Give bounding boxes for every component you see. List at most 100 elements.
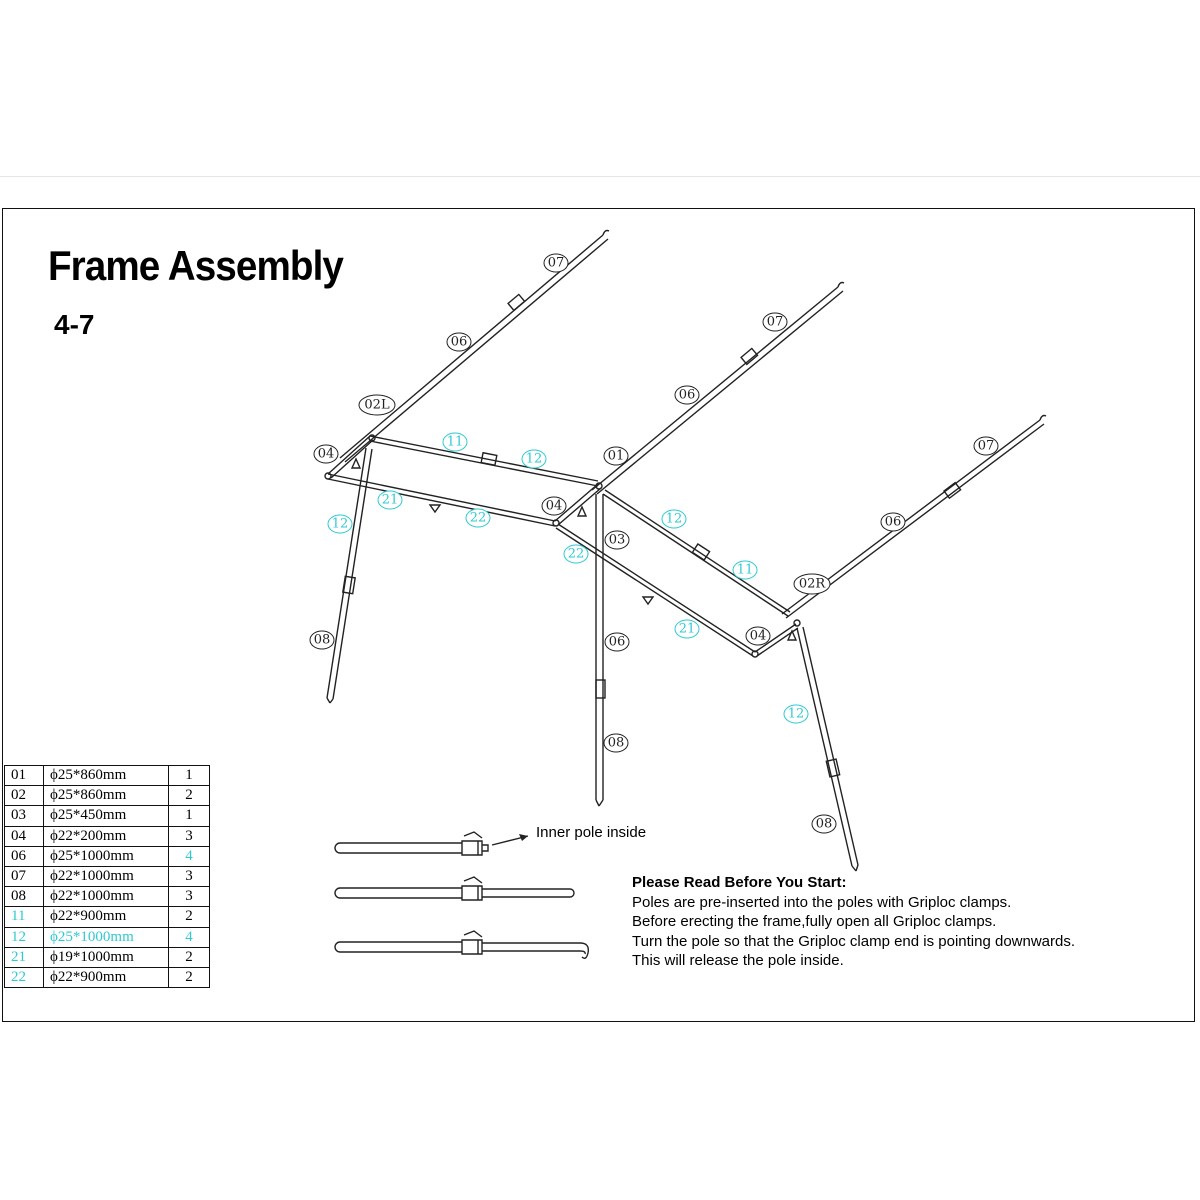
parts-size-cell: ϕ25*860mm [43,764,169,787]
callout-mid-04: 04 [541,496,567,516]
parts-code-cell: 01 [4,764,44,787]
svg-text:08: 08 [608,736,625,751]
svg-text:22: 22 [470,511,487,526]
instruction-line: Turn the pole so that the Griploc clamp … [632,932,1076,950]
callout-12-mid: 12 [661,509,687,529]
parts-size-cell: ϕ19*1000mm [43,946,169,968]
callout-right-02r: 02R [793,573,831,595]
parts-code-cell: 11 [4,906,44,928]
parts-size-cell: ϕ22*200mm [43,825,169,847]
svg-text:01: 01 [608,449,625,464]
svg-text:04: 04 [750,629,767,644]
parts-qty-cell: 3 [168,865,210,888]
callout-mid-01: 01 [603,446,629,466]
step-number: 4-7 [54,309,95,340]
parts-qty-cell: 3 [168,886,210,908]
svg-text:02L: 02L [364,398,390,413]
svg-text:06: 06 [451,335,468,350]
svg-text:02R: 02R [799,577,827,592]
callout-mid-06: 06 [674,385,700,405]
svg-text:11: 11 [447,435,464,450]
callout-11-mid: 11 [732,560,758,580]
svg-text:08: 08 [816,817,833,832]
parts-code-cell: 21 [4,946,44,968]
parts-qty-cell: 1 [168,764,210,787]
top-rule [0,176,1200,177]
parts-size-cell: ϕ25*1000mm [43,845,169,867]
parts-size-cell: ϕ25*1000mm [43,926,169,948]
callout-left-07: 07 [543,253,569,273]
callout-left-06: 06 [446,332,472,352]
parts-size-cell: ϕ22*1000mm [43,886,169,908]
callout-21-right: 21 [674,619,700,639]
svg-text:21: 21 [382,493,399,508]
parts-qty-cell: 1 [168,805,210,827]
svg-text:07: 07 [978,439,995,454]
callout-left-02l: 02L [358,394,396,416]
svg-text:12: 12 [526,452,543,467]
callout-left-08: 08 [309,630,335,650]
parts-qty-cell: 2 [168,946,210,968]
svg-text:21: 21 [679,622,696,637]
svg-text:07: 07 [548,256,565,271]
sheet-border [2,208,1195,1022]
callout-left-04: 04 [313,444,339,464]
callout-12-top: 12 [521,449,547,469]
callout-right-08: 08 [811,814,837,834]
callout-right-06: 06 [880,512,906,532]
parts-code-cell: 04 [4,825,44,847]
svg-text:12: 12 [332,517,349,532]
parts-code-cell: 07 [4,865,44,888]
callout-21-left: 21 [377,490,403,510]
parts-code-cell: 12 [4,926,44,948]
instructions-title: Please Read Before You Start: [632,874,847,891]
parts-code-cell: 08 [4,886,44,908]
svg-text:08: 08 [314,633,331,648]
parts-code-cell: 03 [4,805,44,827]
callout-12-rightleg: 12 [783,704,809,724]
svg-text:11: 11 [737,563,754,578]
callout-mid-07: 07 [762,312,788,332]
parts-qty-cell: 2 [168,906,210,928]
frame-lines [324,229,1047,872]
inner-pole-label: Inner pole inside [536,824,647,841]
parts-size-cell: ϕ22*900mm [43,906,169,928]
callouts: 07 06 02L 04 11 12 21 22 12 08 07 06 01 … [309,253,999,834]
instruction-line: Before erecting the frame,fully open all… [632,913,997,930]
parts-qty-cell: 2 [168,966,210,989]
callout-mid-03: 03 [604,530,630,550]
svg-text:04: 04 [546,499,563,514]
svg-text:07: 07 [767,315,784,330]
page-title: Frame Assembly [48,242,344,289]
svg-text:12: 12 [788,707,805,722]
parts-qty-cell: 4 [168,845,210,867]
svg-text:22: 22 [568,547,585,562]
instruction-line: This will release the pole inside. [632,952,844,969]
svg-text:12: 12 [666,512,683,527]
parts-qty-cell: 3 [168,825,210,847]
parts-code-cell: 02 [4,785,44,807]
parts-size-cell: ϕ25*450mm [43,805,169,827]
parts-size-cell: ϕ22*900mm [43,966,169,989]
callout-right-07: 07 [973,436,999,456]
pole-details [334,831,590,960]
parts-code-cell: 22 [4,966,44,989]
callout-mid-06-leg: 06 [604,632,630,652]
svg-text:06: 06 [679,388,696,403]
parts-qty-cell: 4 [168,926,210,948]
callout-mid-08: 08 [603,733,629,753]
parts-code-cell: 06 [4,845,44,867]
callout-right-04: 04 [745,626,771,646]
